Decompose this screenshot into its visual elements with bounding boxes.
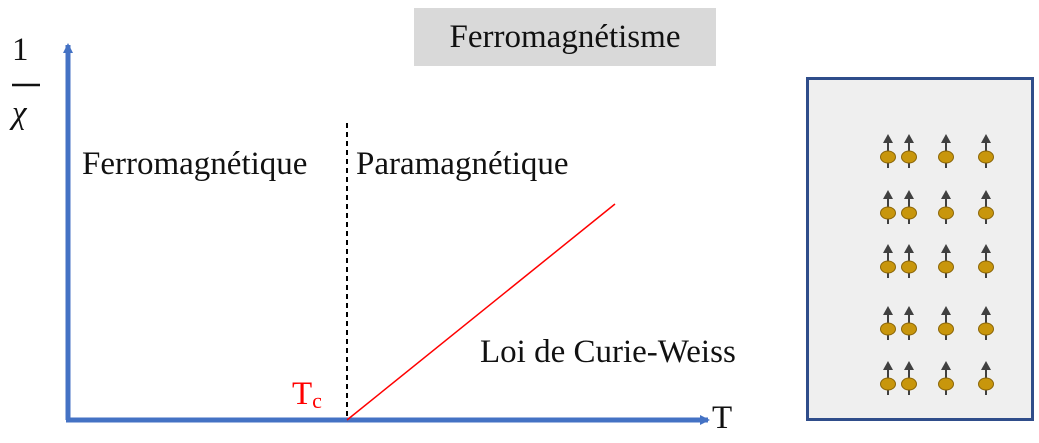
spin-arrow: [901, 244, 917, 278]
spin-arrow: [978, 306, 994, 340]
x-axis-label: T: [712, 400, 733, 436]
paramagnetic-region-label: Paramagnétique: [356, 146, 569, 182]
spin-arrow: [901, 134, 917, 168]
spin-arrow: [938, 134, 954, 168]
spin-lattice-panel: [806, 77, 1034, 421]
curie-weiss-label: Loi de Curie-Weiss: [480, 334, 736, 370]
spin-arrow: [901, 361, 917, 395]
spin-arrow: [978, 361, 994, 395]
spin-arrow: [880, 361, 896, 395]
title-box: Ferromagnétisme: [414, 8, 716, 66]
spin-arrow: [880, 190, 896, 224]
spin-arrow: [938, 244, 954, 278]
spin-lattice: [880, 134, 994, 395]
curie-weiss-line: [346, 203, 616, 421]
spin-arrow: [880, 134, 896, 168]
ferromagnetic-region-label: Ferromagnétique: [82, 146, 308, 182]
y-axis-numerator: 1: [12, 32, 29, 68]
spin-arrow: [880, 244, 896, 278]
y-axis-denominator: χ: [12, 95, 27, 131]
spin-arrow: [978, 190, 994, 224]
spin-arrow: [938, 190, 954, 224]
spin-arrow: [978, 244, 994, 278]
spin-arrow: [901, 190, 917, 224]
spin-arrow: [901, 306, 917, 340]
spin-arrow: [938, 361, 954, 395]
critical-temperature-label: Tc: [292, 376, 322, 414]
tc-subscript: c: [312, 388, 322, 413]
spin-arrow: [978, 134, 994, 168]
tc-base: T: [292, 376, 313, 412]
spin-arrow: [880, 306, 896, 340]
spin-arrow: [938, 306, 954, 340]
